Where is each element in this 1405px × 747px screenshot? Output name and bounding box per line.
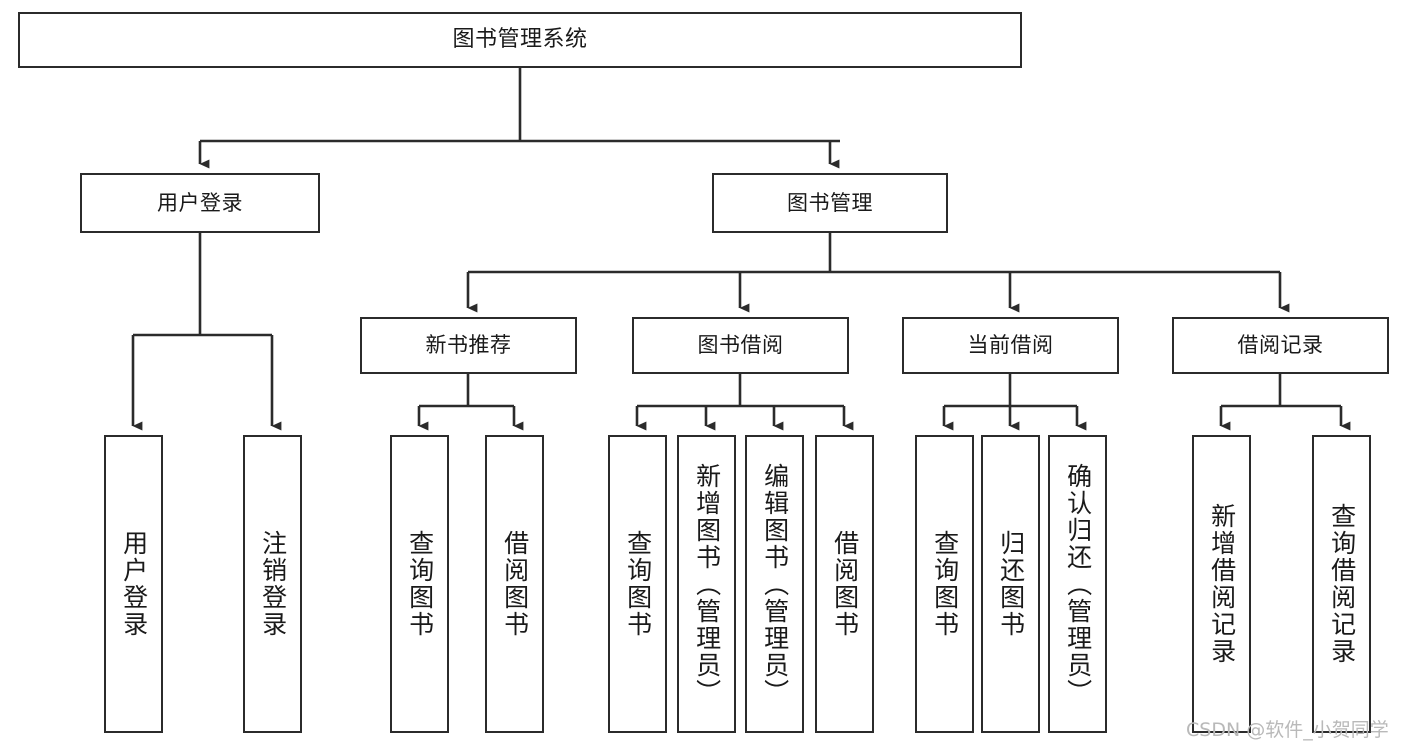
node-current-borrow-label: 当前借阅 (967, 333, 1054, 358)
node-book-borrow[interactable]: 图书借阅 (632, 317, 849, 374)
node-leaf-edit-book[interactable]: 编辑图书（管理员） (745, 435, 804, 733)
node-leaf-borrow-book-2[interactable]: 借阅图书 (815, 435, 874, 733)
node-leaf-add-book-label: 新增图书（管理员） (692, 462, 722, 706)
node-borrow-record[interactable]: 借阅记录 (1172, 317, 1389, 374)
node-leaf-query-book-3-label: 查询图书 (930, 530, 960, 638)
node-leaf-add-book[interactable]: 新增图书（管理员） (677, 435, 736, 733)
node-leaf-query-record[interactable]: 查询借阅记录 (1312, 435, 1371, 733)
node-leaf-return-book[interactable]: 归还图书 (981, 435, 1040, 733)
node-leaf-add-record[interactable]: 新增借阅记录 (1192, 435, 1251, 733)
node-book-management[interactable]: 图书管理 (712, 173, 948, 233)
node-leaf-user-login[interactable]: 用户登录 (104, 435, 163, 733)
node-leaf-query-book-2-label: 查询图书 (623, 530, 653, 638)
node-leaf-borrow-book-1[interactable]: 借阅图书 (485, 435, 544, 733)
node-leaf-query-book-3[interactable]: 查询图书 (915, 435, 974, 733)
node-current-borrow[interactable]: 当前借阅 (902, 317, 1119, 374)
node-root[interactable]: 图书管理系统 (18, 12, 1022, 68)
node-user-login-label: 用户登录 (157, 190, 243, 215)
node-leaf-confirm-return[interactable]: 确认归还（管理员） (1048, 435, 1107, 733)
node-user-login[interactable]: 用户登录 (80, 173, 320, 233)
node-leaf-confirm-return-label: 确认归还（管理员） (1063, 462, 1093, 706)
node-new-book-recommend[interactable]: 新书推荐 (360, 317, 577, 374)
node-leaf-query-book-1[interactable]: 查询图书 (390, 435, 449, 733)
node-leaf-query-book-1-label: 查询图书 (405, 530, 435, 638)
node-leaf-user-login-label: 用户登录 (119, 530, 149, 638)
node-book-borrow-label: 图书借阅 (697, 333, 784, 358)
node-new-book-recommend-label: 新书推荐 (425, 333, 512, 358)
node-leaf-return-book-label: 归还图书 (996, 530, 1026, 638)
node-root-label: 图书管理系统 (452, 27, 588, 53)
node-leaf-edit-book-label: 编辑图书（管理员） (760, 462, 790, 706)
node-leaf-user-logout[interactable]: 注销登录 (243, 435, 302, 733)
node-leaf-borrow-book-2-label: 借阅图书 (830, 530, 860, 638)
node-leaf-query-book-2[interactable]: 查询图书 (608, 435, 667, 733)
node-leaf-borrow-book-1-label: 借阅图书 (500, 530, 530, 638)
node-leaf-query-record-label: 查询借阅记录 (1327, 503, 1357, 665)
node-book-management-label: 图书管理 (787, 190, 873, 215)
node-leaf-add-record-label: 新增借阅记录 (1207, 503, 1237, 665)
node-leaf-user-logout-label: 注销登录 (258, 530, 288, 638)
node-borrow-record-label: 借阅记录 (1237, 333, 1324, 358)
